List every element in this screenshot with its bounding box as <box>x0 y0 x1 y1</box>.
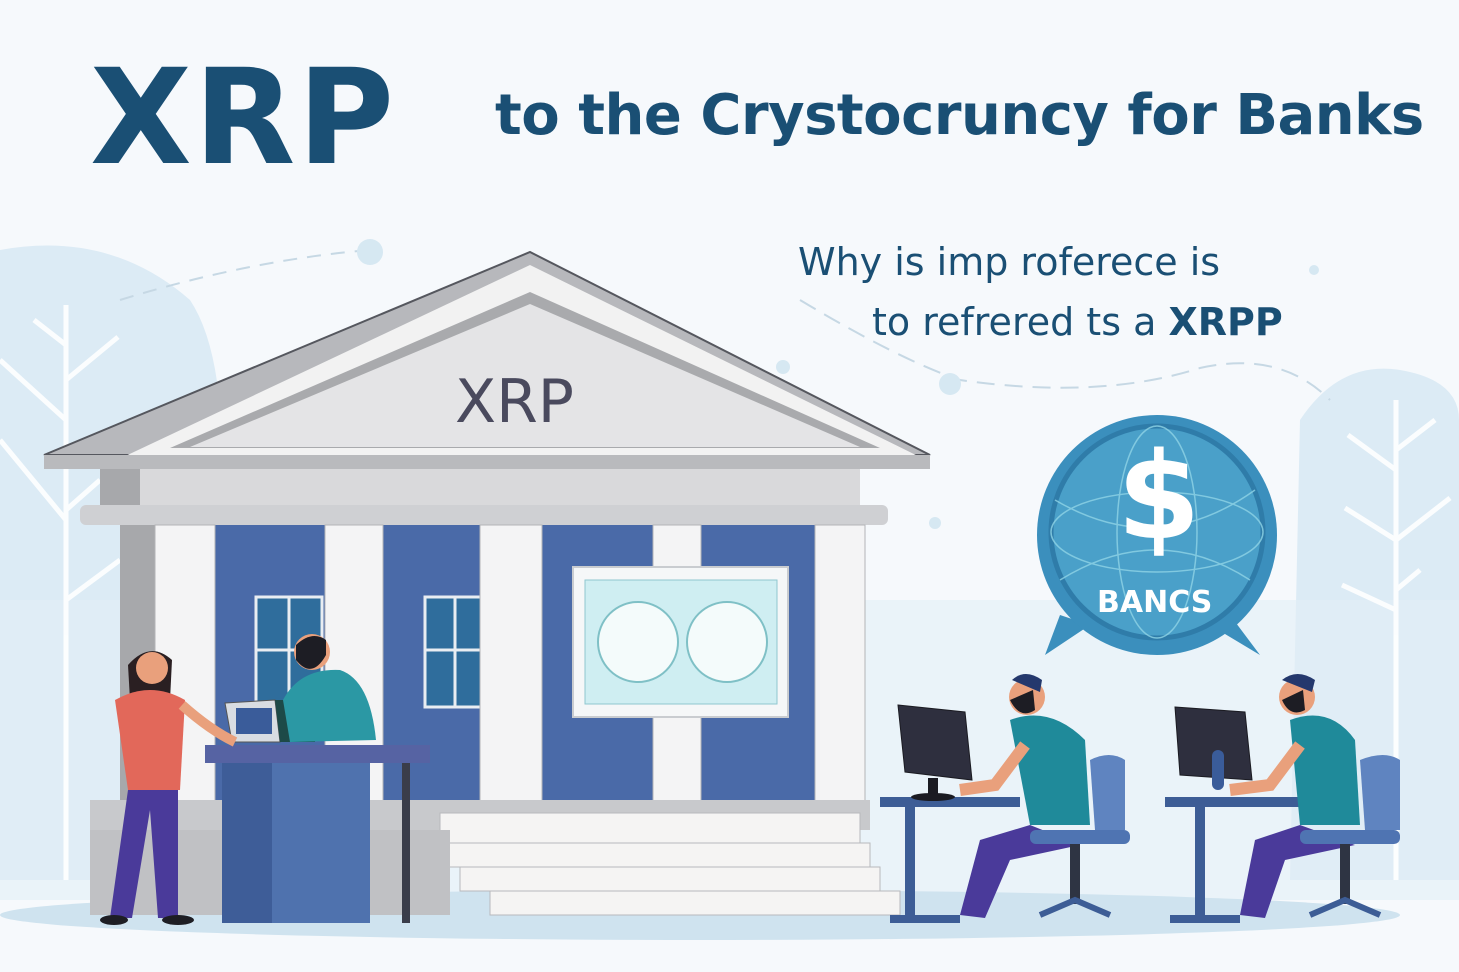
office-workers <box>880 674 1400 923</box>
dollar-icon: $ <box>1117 428 1201 567</box>
page-subtitle: to the Crystocruncy for Banks <box>495 83 1424 148</box>
question-line-2-text: to refrered ts a <box>872 300 1169 344</box>
bank-building <box>43 250 931 916</box>
bancs-badge <box>1037 415 1277 655</box>
bank-steps <box>90 800 901 916</box>
question-line-1: Why is imp roferece is <box>798 240 1221 284</box>
bank-pediment-label: XRP <box>455 367 574 437</box>
question-highlight: XRPP <box>1168 300 1283 344</box>
badge-label: BANCS <box>1097 585 1213 620</box>
display-screen <box>572 566 789 718</box>
question-line-2: to refrered ts a XRPP <box>798 292 1283 352</box>
bank-desk-scene <box>100 634 430 925</box>
question-text: Why is imp roferece is to refrered ts a … <box>798 232 1283 352</box>
tree-left-icon <box>0 305 122 880</box>
page-title: XRP <box>90 41 397 195</box>
